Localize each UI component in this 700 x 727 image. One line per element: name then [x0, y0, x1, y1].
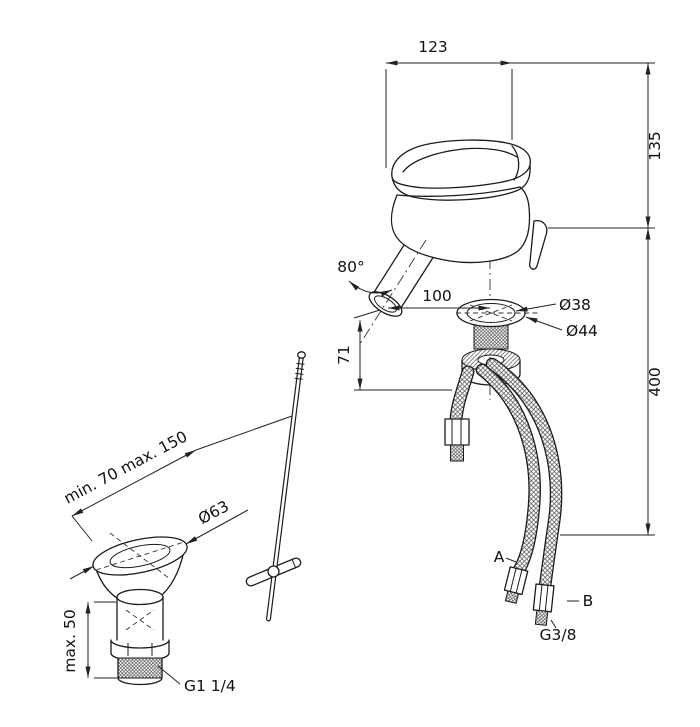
waste-neck-ellipse	[116, 588, 164, 606]
dim-thread-length: max. 50	[61, 601, 118, 679]
hose-b-thread-tip	[534, 609, 549, 626]
dim-label-width-top: 123	[418, 38, 448, 56]
dim-label-base-inner: Ø38	[559, 296, 591, 314]
hose-b	[485, 357, 563, 626]
flange-inner-ellipse	[109, 543, 171, 569]
dim-71: 71	[335, 309, 452, 391]
label-hose-thread: G3/8	[540, 626, 577, 644]
dim-label-hose-length: 400	[646, 367, 664, 397]
popup-rod-assembly	[245, 351, 306, 622]
label-hose-b: B	[583, 592, 594, 610]
flange-center-mark	[95, 532, 185, 580]
drain-assembly	[92, 532, 188, 686]
hose-short	[444, 365, 475, 462]
dim-label-spout-height: 71	[335, 345, 353, 365]
rod-lever-ball-joint	[267, 565, 280, 578]
rod-thread-ticks	[294, 362, 305, 380]
waste-body-center-mark	[125, 609, 155, 631]
dim-80deg: 80°	[337, 258, 393, 297]
hose-short-thread-tip	[450, 444, 464, 462]
hose-assembly	[444, 357, 563, 626]
dim-base-diameters: Ø38 Ø44	[515, 296, 598, 340]
dim-label-spout-angle: 80°	[337, 258, 364, 276]
popup-knob-fin	[529, 220, 548, 270]
dim-400: 400	[560, 228, 664, 536]
mixer-body	[390, 186, 531, 264]
dimension-annotations: 123 135 400 80° 100 71 Ø38	[61, 38, 664, 695]
handle-lever	[391, 139, 532, 201]
dim-label-height-body: 135	[646, 131, 664, 161]
rod-top-knob	[297, 351, 306, 359]
dim-label-spout-reach: 100	[422, 287, 452, 305]
hose-a-thread-tip	[504, 590, 520, 604]
hose-b-nut	[532, 583, 555, 613]
label-hoses: A B G3/8	[494, 548, 594, 644]
dim-label-thread-length: max. 50	[61, 609, 79, 672]
label-drain-thread: G1 1/4	[157, 665, 236, 695]
hose-short-nut	[444, 418, 470, 446]
dim-label-base-outer: Ø44	[566, 322, 598, 340]
label-drain-thread-size: G1 1/4	[184, 677, 236, 695]
dim-100: 100	[388, 287, 490, 311]
base-center-mark	[469, 304, 513, 322]
dim-123: 123	[385, 38, 655, 168]
label-hose-a: A	[494, 548, 505, 566]
hose-a	[475, 363, 541, 604]
waste-thread	[117, 657, 163, 686]
dim-135: 135	[548, 63, 664, 229]
